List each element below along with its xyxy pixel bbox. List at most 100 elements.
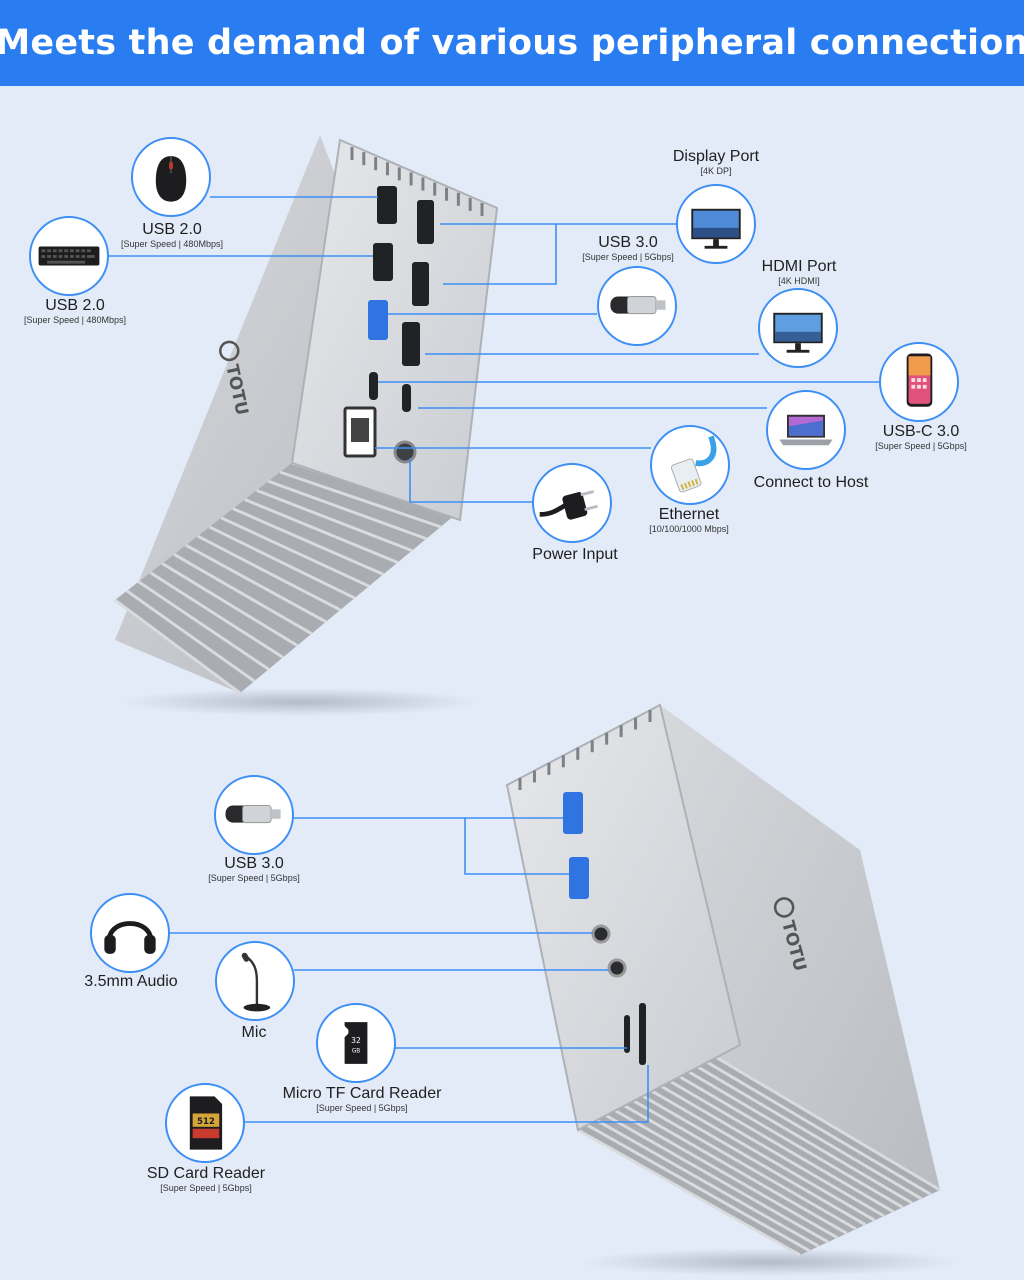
svg-text:512: 512	[197, 1117, 215, 1127]
label-micro-tf-title: Micro TF Card Reader	[282, 1085, 442, 1102]
rear-ports	[343, 186, 434, 464]
front-dock-shadow	[580, 1248, 960, 1276]
label-usb2-keyboard-spec: [Super Speed | 480Mbps]	[24, 315, 126, 325]
rear-usbc-host-port	[402, 384, 411, 412]
rear-usb2-port-2	[373, 243, 393, 281]
heatsink-fin	[196, 534, 342, 612]
label-usbc: USB-C 3.0 [Super Speed | 5Gbps]	[875, 423, 966, 452]
front-dock-top-vents	[518, 710, 652, 790]
heatsink-fin	[149, 571, 284, 659]
label-usbc-title: USB-C 3.0	[882, 423, 960, 440]
heatsink-fin	[650, 1048, 913, 1205]
headphones-icon	[90, 893, 170, 973]
mouse-icon	[131, 137, 211, 217]
label-usb3-rear-spec: [Super Speed | 5Gbps]	[582, 252, 674, 262]
heatsink-fin	[161, 562, 299, 647]
label-display-port: Display Port [4K DP]	[673, 148, 759, 177]
heatsink-fin	[663, 1035, 932, 1196]
front-callout-lines	[168, 817, 649, 1123]
heatsink-fin	[232, 507, 384, 576]
label-mic-title: Mic	[241, 1024, 267, 1041]
front-usb3-port-2	[569, 857, 589, 899]
svg-text:32: 32	[351, 1036, 361, 1045]
rear-usbc-port	[369, 372, 378, 400]
label-audio: 3.5mm Audio	[84, 973, 177, 991]
rear-callout-lines	[108, 196, 880, 503]
label-sd-title: SD Card Reader	[146, 1165, 266, 1182]
rear-dock-shadow	[120, 688, 480, 716]
smartphone-icon	[879, 342, 959, 422]
heatsink-fin	[256, 489, 413, 552]
label-display-port-spec: [4K DP]	[700, 166, 732, 176]
label-power: Power Input	[532, 546, 617, 564]
heatsink-fin	[173, 553, 313, 635]
front-flash-drive-icon	[214, 775, 294, 855]
heatsink-fin	[614, 1088, 857, 1231]
heatsink-fin	[583, 1122, 811, 1252]
label-usb2-keyboard: USB 2.0 [Super Speed | 480Mbps]	[24, 297, 126, 326]
heatsink-fin	[577, 1128, 801, 1257]
heatsink-fin	[644, 1055, 904, 1209]
label-audio-title: 3.5mm Audio	[84, 973, 178, 990]
rear-dock-port-panel	[290, 138, 499, 522]
keyboard-icon	[29, 216, 109, 296]
front-micro-tf-slot	[624, 1015, 630, 1053]
line-usb3-front-join	[464, 818, 569, 875]
label-usb2-mouse-title: USB 2.0	[142, 221, 202, 238]
label-usb3-front-spec: [Super Speed | 5Gbps]	[208, 873, 300, 883]
heatsink-fin	[208, 525, 356, 600]
heatsink-fin	[244, 498, 399, 564]
label-display-port-title: Display Port	[672, 148, 760, 165]
line-displayport-join	[443, 224, 557, 285]
rear-usb2-port-1	[377, 186, 397, 224]
label-host: Connect to Host	[754, 474, 869, 492]
heatsink-fin	[632, 1068, 885, 1218]
heatsink-fin	[595, 1108, 829, 1244]
heatsink-fin	[626, 1075, 876, 1222]
dock-front-view: TOTU	[168, 703, 960, 1276]
line-sd	[243, 1065, 649, 1123]
label-micro-tf: Micro TF Card Reader [Super Speed | 5Gbp…	[283, 1085, 442, 1114]
hdmi-monitor-icon	[758, 288, 838, 368]
front-mic-jack	[607, 958, 627, 978]
front-dock-fins	[577, 1028, 941, 1257]
label-usb2-mouse: USB 2.0 [Super Speed | 480Mbps]	[121, 221, 223, 250]
heatsink-fin	[185, 543, 327, 624]
label-sd: SD Card Reader [Super Speed | 5Gbps]	[147, 1165, 265, 1194]
svg-text:GB: GB	[352, 1049, 360, 1055]
heatsink-fin	[267, 479, 427, 541]
label-host-title: Connect to Host	[753, 474, 869, 491]
rear-flash-drive-icon	[597, 266, 677, 346]
rear-ethernet-jack	[351, 418, 369, 442]
label-sd-spec: [Super Speed | 5Gbps]	[160, 1183, 252, 1193]
label-power-title: Power Input	[532, 546, 618, 563]
display-port-monitor-icon	[676, 184, 756, 264]
heatsink-fin	[601, 1102, 839, 1239]
sd-card-icon: 512	[165, 1083, 245, 1163]
label-hdmi-port: HDMI Port [4K HDMI]	[762, 258, 837, 287]
heatsink-fin	[125, 589, 256, 683]
heatsink-fin	[114, 598, 241, 695]
label-ethernet: Ethernet [10/100/1000 Mbps]	[649, 506, 729, 535]
label-usb3-rear-title: USB 3.0	[598, 234, 658, 251]
rear-displayport-2	[412, 262, 429, 306]
label-micro-tf-spec: [Super Speed | 5Gbps]	[316, 1103, 408, 1113]
heatsink-fin	[279, 470, 442, 529]
label-usb2-mouse-spec: [Super Speed | 480Mbps]	[121, 239, 223, 249]
label-hdmi-port-spec: [4K HDMI]	[778, 276, 820, 286]
microphone-icon	[215, 941, 295, 1021]
laptop-icon	[766, 390, 846, 470]
label-ethernet-title: Ethernet	[658, 506, 720, 523]
heatsink-fin	[656, 1042, 923, 1200]
rear-displayport-1	[417, 200, 434, 244]
label-usb3-front-title: USB 3.0	[224, 855, 284, 872]
front-sd-slot	[639, 1003, 646, 1065]
heatsink-fin	[638, 1062, 895, 1213]
rear-usb3-port	[368, 300, 388, 340]
rear-hdmi-port	[402, 322, 420, 366]
front-usb3-port-1	[563, 792, 583, 834]
label-ethernet-spec: [10/100/1000 Mbps]	[649, 524, 729, 534]
dock-rear-view: TOTU	[108, 135, 880, 716]
